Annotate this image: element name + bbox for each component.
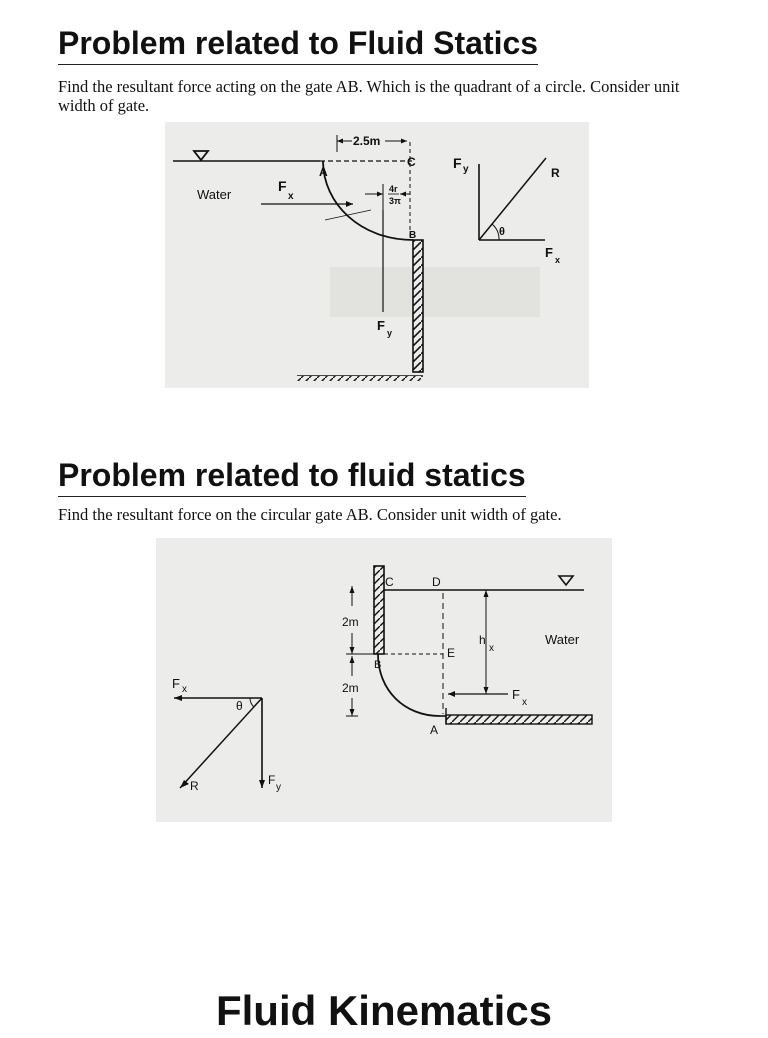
svg-text:F: F [268, 773, 275, 787]
dimension-bottom-2m: 2m [342, 656, 359, 717]
svg-text:h: h [479, 633, 486, 647]
problem-1-statement: Find the resultant force acting on the g… [58, 77, 680, 115]
force-vector-diagram: F y R θ F x [453, 155, 560, 265]
gate-ab-arc [377, 653, 441, 717]
dimension-2-5m: 2.5m [336, 134, 407, 152]
svg-text:2m: 2m [342, 681, 359, 695]
svg-text:2m: 2m [342, 615, 359, 629]
svg-text:y: y [387, 328, 392, 338]
horizontal-force-arrow: F x [448, 687, 527, 708]
depth-hx-dimension: h x [479, 590, 494, 695]
label-c: C [407, 155, 416, 169]
label-a: A [319, 165, 328, 179]
horizontal-force-arrow: F x [261, 178, 353, 207]
ground-base [297, 375, 423, 381]
label-a: A [430, 723, 438, 737]
centroid-dimension: 4r 3π [365, 184, 410, 210]
svg-text:F: F [545, 245, 553, 260]
water-level-triangle-icon [192, 150, 210, 162]
label-b: B [374, 659, 381, 671]
label-e: E [447, 646, 455, 660]
label-b: B [409, 230, 416, 241]
figure-circular-gate: C D B E A 2m [156, 538, 612, 822]
svg-text:F: F [453, 155, 462, 171]
svg-text:F: F [512, 687, 520, 702]
page-title-problem-1: Problem related to Fluid Statics [58, 24, 539, 65]
svg-text:F: F [278, 178, 287, 194]
svg-text:R: R [551, 166, 560, 180]
svg-text:F: F [172, 676, 180, 691]
page-title-problem-2: Problem related to fluid statics [58, 456, 526, 497]
floor-base [440, 708, 593, 725]
svg-text:4r: 4r [389, 184, 398, 194]
svg-text:θ: θ [236, 699, 243, 713]
svg-text:x: x [522, 697, 527, 708]
dimension-top-2m: 2m [342, 586, 378, 655]
problem-2-statement: Find the resultant force on the circular… [58, 505, 562, 524]
gate-ab-arc [322, 160, 414, 241]
vertical-force-line: F y [377, 210, 392, 338]
svg-text:y: y [276, 782, 281, 793]
svg-text:R: R [190, 779, 199, 793]
water-level-triangle-icon [557, 575, 575, 587]
water-label: Water [545, 632, 580, 647]
svg-text:3π: 3π [389, 196, 401, 206]
svg-text:y: y [463, 164, 469, 175]
label-c: C [385, 575, 394, 589]
svg-text:θ: θ [499, 226, 505, 238]
figure-quadrant-gate: 2.5m C A Water F x 4r 3π F y B [165, 122, 589, 388]
svg-text:x: x [555, 255, 560, 265]
svg-text:x: x [489, 643, 494, 654]
force-vector-diagram: F x θ R F y [172, 676, 281, 793]
gate-wall-cb [373, 565, 385, 655]
label-d: D [432, 575, 441, 589]
svg-text:x: x [182, 684, 187, 695]
svg-text:x: x [288, 191, 294, 202]
svg-text:2.5m: 2.5m [353, 134, 380, 148]
svg-text:F: F [377, 318, 385, 333]
section-title-fluid-kinematics: Fluid Kinematics [215, 987, 553, 1034]
water-label: Water [197, 187, 232, 202]
vertical-wall [412, 239, 424, 373]
